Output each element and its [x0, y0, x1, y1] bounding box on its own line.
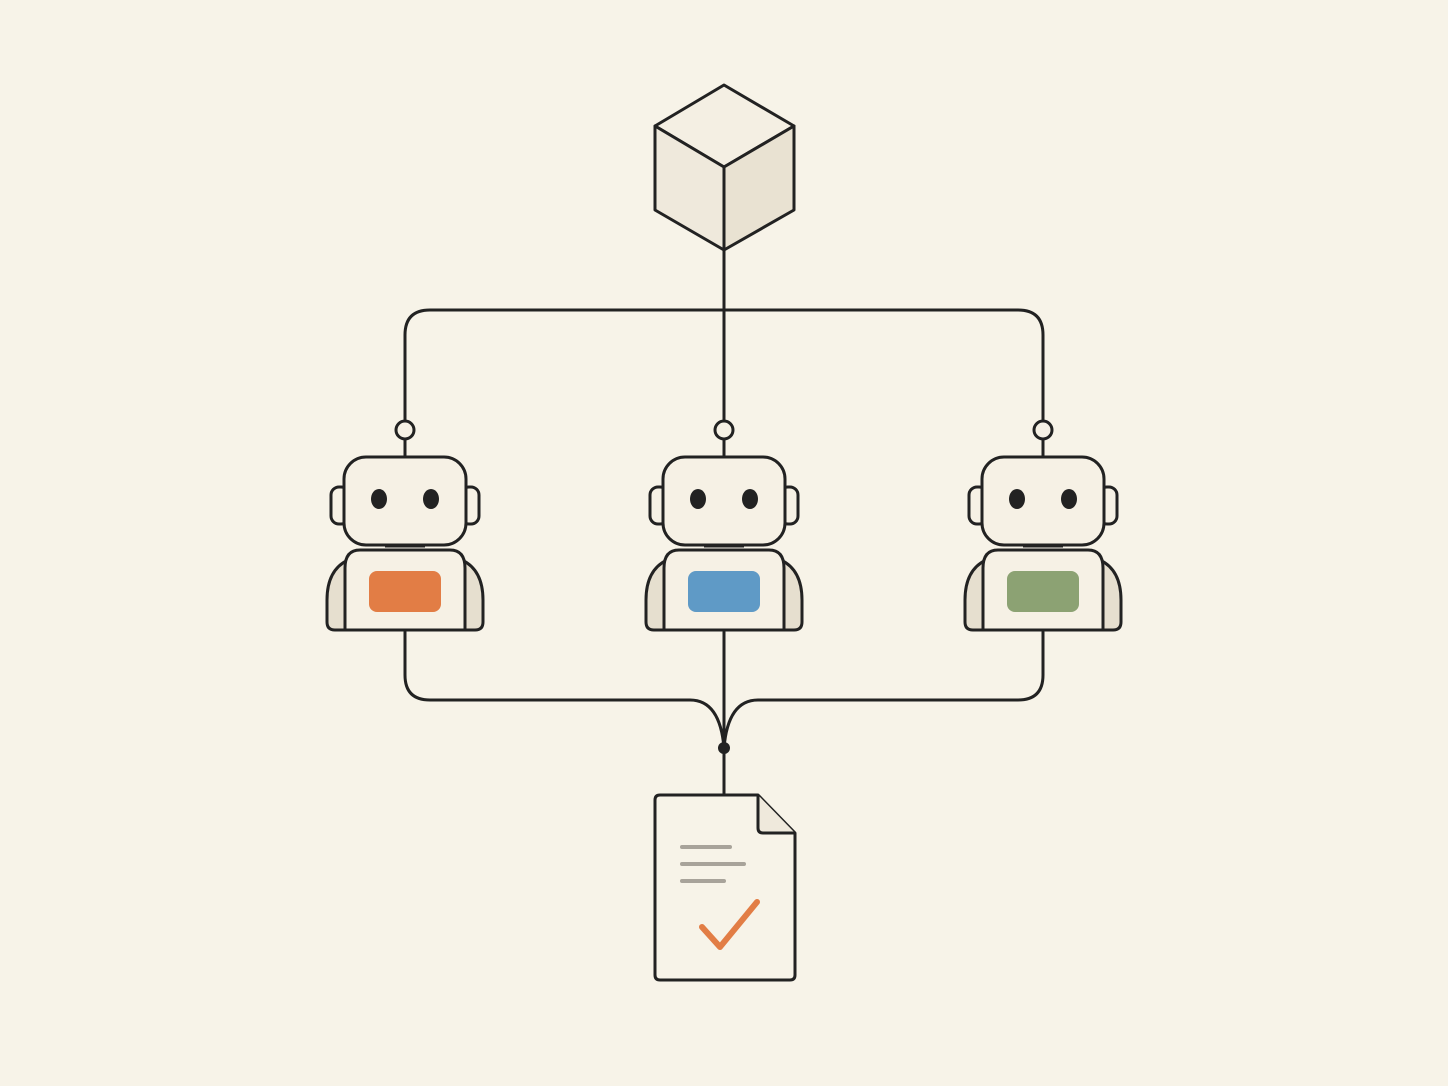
robot-arm-right: [779, 558, 804, 632]
robot-chest-panel: [688, 571, 760, 612]
connector-horizontal-bus: [403, 308, 1045, 422]
cube-icon: [653, 83, 796, 252]
robot-antenna-tip: [713, 419, 735, 441]
robot-eye-left: [371, 489, 387, 509]
robot-icon: [644, 419, 804, 632]
robot-eye-right: [423, 489, 439, 509]
robot-eye-left: [690, 489, 706, 509]
cube-right-face: [722, 124, 796, 252]
fan-out-connectors: [403, 248, 1045, 422]
robot-chest-panel: [1007, 571, 1079, 612]
document-outline: [653, 793, 797, 982]
robot-head: [980, 455, 1106, 547]
robot-arm-right: [1098, 558, 1123, 632]
connector-right-agent-to-merge: [722, 630, 1045, 750]
robot-arm-left: [963, 558, 988, 632]
robot-chest-panel: [369, 571, 441, 612]
robot-eye-right: [1061, 489, 1077, 509]
robot-icon: [963, 419, 1123, 632]
robot-eye-right: [742, 489, 758, 509]
robot-antenna-tip: [1032, 419, 1054, 441]
robot-arm-left: [644, 558, 669, 632]
document-check-icon: [653, 793, 797, 982]
robot-head: [342, 455, 468, 547]
agents-row: [325, 419, 1123, 632]
robot-arm-right: [460, 558, 485, 632]
robot-head: [661, 455, 787, 547]
checkmark-icon: [699, 899, 760, 950]
robot-antenna-tip: [394, 419, 416, 441]
robot-eye-left: [1009, 489, 1025, 509]
robot-icon: [325, 419, 485, 632]
robot-arm-left: [325, 558, 350, 632]
connector-left-agent-to-merge: [403, 630, 726, 750]
merge-node-icon: [718, 742, 730, 754]
document-folded-corner: [756, 795, 795, 835]
fan-in-connectors: [403, 630, 1045, 797]
